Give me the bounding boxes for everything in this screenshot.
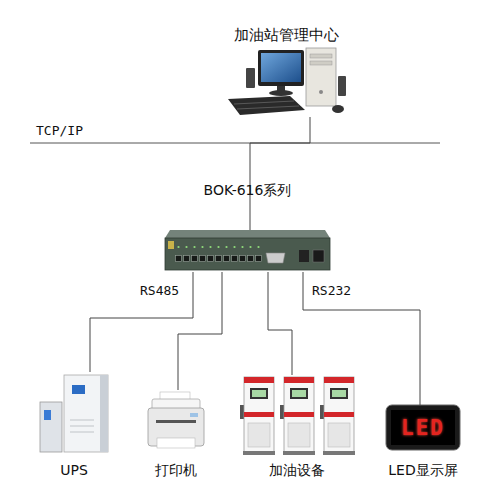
connector-label: RS485 — [140, 283, 179, 298]
led-frame — [386, 405, 460, 450]
ups-side — [100, 375, 108, 452]
led-panel — [391, 410, 455, 445]
device-illustration — [165, 230, 330, 270]
monitor-base — [269, 90, 293, 96]
led-illustration — [386, 405, 460, 450]
speaker — [338, 76, 346, 96]
connector-line — [268, 272, 292, 375]
monitor-screen — [261, 53, 301, 82]
connector-label: TCP/IP — [36, 123, 83, 138]
output-paper — [157, 438, 195, 448]
drive-bay — [310, 61, 332, 65]
power-socket — [313, 250, 324, 262]
power-switch — [299, 250, 309, 262]
printer-node: 打印机 — [145, 390, 207, 450]
computer-illustration — [228, 48, 346, 115]
ups-display — [44, 410, 51, 420]
fuel-dispenser — [280, 377, 315, 455]
device-node: BOK-616系列 — [165, 230, 330, 272]
led-text: LED — [401, 416, 445, 440]
keyboard — [228, 96, 305, 115]
drive-bay — [310, 54, 332, 58]
fuel-dispenser — [240, 377, 275, 455]
ups-node: UPS — [38, 372, 110, 452]
speaker — [246, 68, 255, 88]
ups-display — [72, 385, 85, 394]
connector-line — [250, 117, 310, 230]
status-leds — [175, 244, 263, 248]
dispenser-illustration — [240, 377, 355, 455]
fuel-dispenser — [320, 377, 355, 455]
power-button — [319, 90, 323, 94]
db9-port — [266, 253, 285, 263]
paper-slot — [156, 420, 196, 423]
network-bus — [30, 143, 440, 144]
node-heading: BOK-616系列 — [204, 182, 292, 199]
rj45-ports — [175, 255, 263, 262]
dispenser-node: 加油设备 — [238, 375, 356, 457]
connector-line — [178, 272, 222, 390]
ups-cabinet — [64, 375, 108, 452]
node-caption: 加油设备 — [269, 462, 325, 479]
node-caption: LED显示屏 — [388, 462, 457, 479]
mouse — [332, 105, 344, 113]
vent — [70, 432, 94, 433]
connector-line — [303, 272, 420, 405]
keyboard-keys — [234, 101, 294, 104]
device-logo — [168, 241, 174, 249]
node-caption: UPS — [60, 462, 88, 479]
connector-label: RS232 — [312, 283, 351, 298]
ups-illustration — [40, 375, 108, 452]
device-top — [165, 230, 330, 238]
ups-cabinet — [40, 402, 62, 452]
led-node: LEDLED显示屏 — [386, 405, 460, 450]
vent — [70, 420, 94, 421]
keyboard-keys — [237, 106, 299, 109]
printer-illustration — [148, 392, 204, 448]
pc-tower — [306, 48, 336, 106]
node-caption: 打印机 — [155, 462, 197, 479]
printer-panel — [190, 413, 198, 417]
node-heading: 加油站管理中心 — [234, 26, 339, 44]
monitor-bezel — [258, 50, 304, 86]
vent — [70, 426, 94, 427]
device-front — [165, 238, 330, 270]
computer-node: 加油站管理中心 — [222, 45, 350, 117]
